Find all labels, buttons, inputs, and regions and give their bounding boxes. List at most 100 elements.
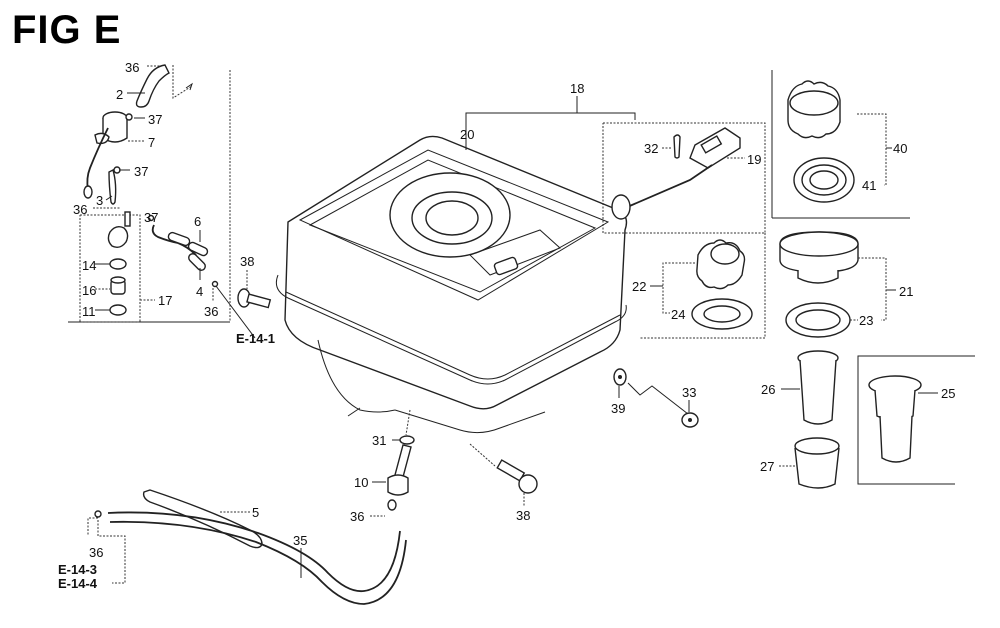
group-border bbox=[602, 122, 766, 234]
callout-14: 14 bbox=[82, 258, 96, 273]
callout-25: 25 bbox=[941, 386, 955, 401]
strainer-27-rim bbox=[794, 437, 840, 455]
callout-40: 40 bbox=[893, 141, 907, 156]
joint-tip bbox=[387, 499, 397, 511]
callout-36: 36 bbox=[89, 545, 103, 560]
fuel-joint-10 bbox=[387, 474, 409, 496]
callout-17: 17 bbox=[158, 293, 172, 308]
callout-7: 7 bbox=[148, 135, 155, 150]
callout-21: 21 bbox=[899, 284, 913, 299]
cock-body bbox=[107, 225, 129, 249]
callout-16: 16 bbox=[82, 283, 96, 298]
hose-37-leader bbox=[151, 224, 197, 256]
reference-e-14-4[interactable]: E-14-4 bbox=[58, 576, 98, 591]
leader bbox=[105, 195, 113, 201]
callout-36: 36 bbox=[73, 202, 87, 217]
leader bbox=[405, 409, 411, 436]
group-border bbox=[640, 233, 766, 339]
reference-e-14-1[interactable]: E-14-1 bbox=[236, 331, 275, 346]
callout-37: 37 bbox=[144, 210, 158, 225]
tank-bolt-upper: 38 E-14-1 bbox=[236, 254, 275, 346]
grommet-hole bbox=[618, 375, 622, 379]
tank-body bbox=[284, 135, 628, 410]
callout-3: 3 bbox=[96, 193, 103, 208]
bracket bbox=[858, 257, 887, 321]
figure-title: FIG E bbox=[12, 8, 122, 52]
callout-24: 24 bbox=[671, 307, 685, 322]
tank-bottom-edge bbox=[394, 409, 546, 434]
fuel-joint-stem bbox=[394, 444, 412, 478]
hose-6 bbox=[167, 231, 191, 247]
cap-22-group: 22 24 bbox=[632, 233, 766, 339]
arrow-leader bbox=[347, 407, 361, 417]
fuel-lever bbox=[135, 64, 170, 108]
callout-11: 11 bbox=[82, 304, 96, 319]
callout-4: 4 bbox=[196, 284, 203, 299]
cup-11 bbox=[109, 304, 127, 316]
gauge-display bbox=[700, 135, 723, 154]
hose-group: 5 35 36 E-14-3 E-14-4 bbox=[58, 489, 407, 605]
subgroup-border bbox=[79, 214, 141, 323]
grommet-group: 39 33 bbox=[611, 368, 699, 428]
arrow-leader bbox=[172, 65, 193, 99]
cap-40-group: 40 41 bbox=[771, 70, 910, 219]
clip-37 bbox=[147, 214, 155, 222]
clip-36 bbox=[211, 280, 219, 288]
fuel-valve-group: 36 2 37 7 37 3 36 37 6 14 16 11 17 4 36 bbox=[68, 60, 256, 339]
cap-emblem bbox=[710, 243, 740, 265]
strainer-25-mesh bbox=[879, 415, 913, 463]
grommet-hole bbox=[688, 418, 692, 422]
arrow-icon bbox=[185, 82, 193, 91]
callout-36: 36 bbox=[125, 60, 139, 75]
hose-6b bbox=[187, 241, 209, 257]
callout-18-bracket: 18 bbox=[465, 81, 636, 120]
filler-neck-opening bbox=[425, 200, 479, 236]
gauge-pad bbox=[469, 229, 561, 276]
bolt-head bbox=[518, 474, 538, 494]
callout-23: 23 bbox=[859, 313, 873, 328]
screw-32 bbox=[673, 134, 681, 159]
leader bbox=[469, 443, 496, 467]
callout-19: 19 bbox=[747, 152, 761, 167]
bracket bbox=[465, 112, 636, 120]
connector-line bbox=[627, 382, 689, 415]
callout-10: 10 bbox=[354, 475, 368, 490]
cock-pin bbox=[124, 211, 131, 227]
fuel-outlet-group: 31 10 36 38 bbox=[350, 409, 538, 524]
callout-36: 36 bbox=[204, 304, 218, 319]
callout-32: 32 bbox=[644, 141, 658, 156]
gasket-24-inner bbox=[703, 305, 741, 323]
cap-21-group: 21 23 bbox=[779, 231, 913, 338]
bolt-shank bbox=[246, 293, 272, 309]
fuel-tank: 20 bbox=[275, 118, 628, 434]
tank-bottom-edge bbox=[317, 339, 396, 413]
cap-21-top bbox=[779, 231, 859, 257]
callout-37: 37 bbox=[148, 112, 162, 127]
bracket bbox=[662, 262, 695, 314]
callout-38: 38 bbox=[516, 508, 530, 523]
cap-21-neck bbox=[797, 270, 839, 284]
gauge-float-arm bbox=[624, 164, 713, 209]
valve-rod bbox=[86, 127, 109, 191]
callout-38: 38 bbox=[240, 254, 254, 269]
clip-37 bbox=[125, 113, 133, 121]
callout-26: 26 bbox=[761, 382, 775, 397]
tank-flange-inner bbox=[285, 291, 621, 380]
callout-18: 18 bbox=[570, 81, 584, 96]
filter-top bbox=[110, 276, 126, 284]
callout-2: 2 bbox=[116, 87, 123, 102]
strainer-27-cup bbox=[794, 447, 840, 489]
cap-top bbox=[789, 90, 839, 116]
bracket bbox=[857, 113, 887, 186]
tank-top-panel bbox=[298, 149, 610, 301]
washer-31 bbox=[399, 435, 415, 445]
reference-e-14-3[interactable]: E-14-3 bbox=[58, 562, 97, 577]
group-border bbox=[857, 355, 975, 485]
hose-4 bbox=[188, 253, 206, 271]
rod-end bbox=[83, 185, 93, 199]
tank-top-inset bbox=[308, 159, 597, 293]
gauge-window bbox=[493, 256, 519, 276]
callout-35: 35 bbox=[293, 533, 307, 548]
